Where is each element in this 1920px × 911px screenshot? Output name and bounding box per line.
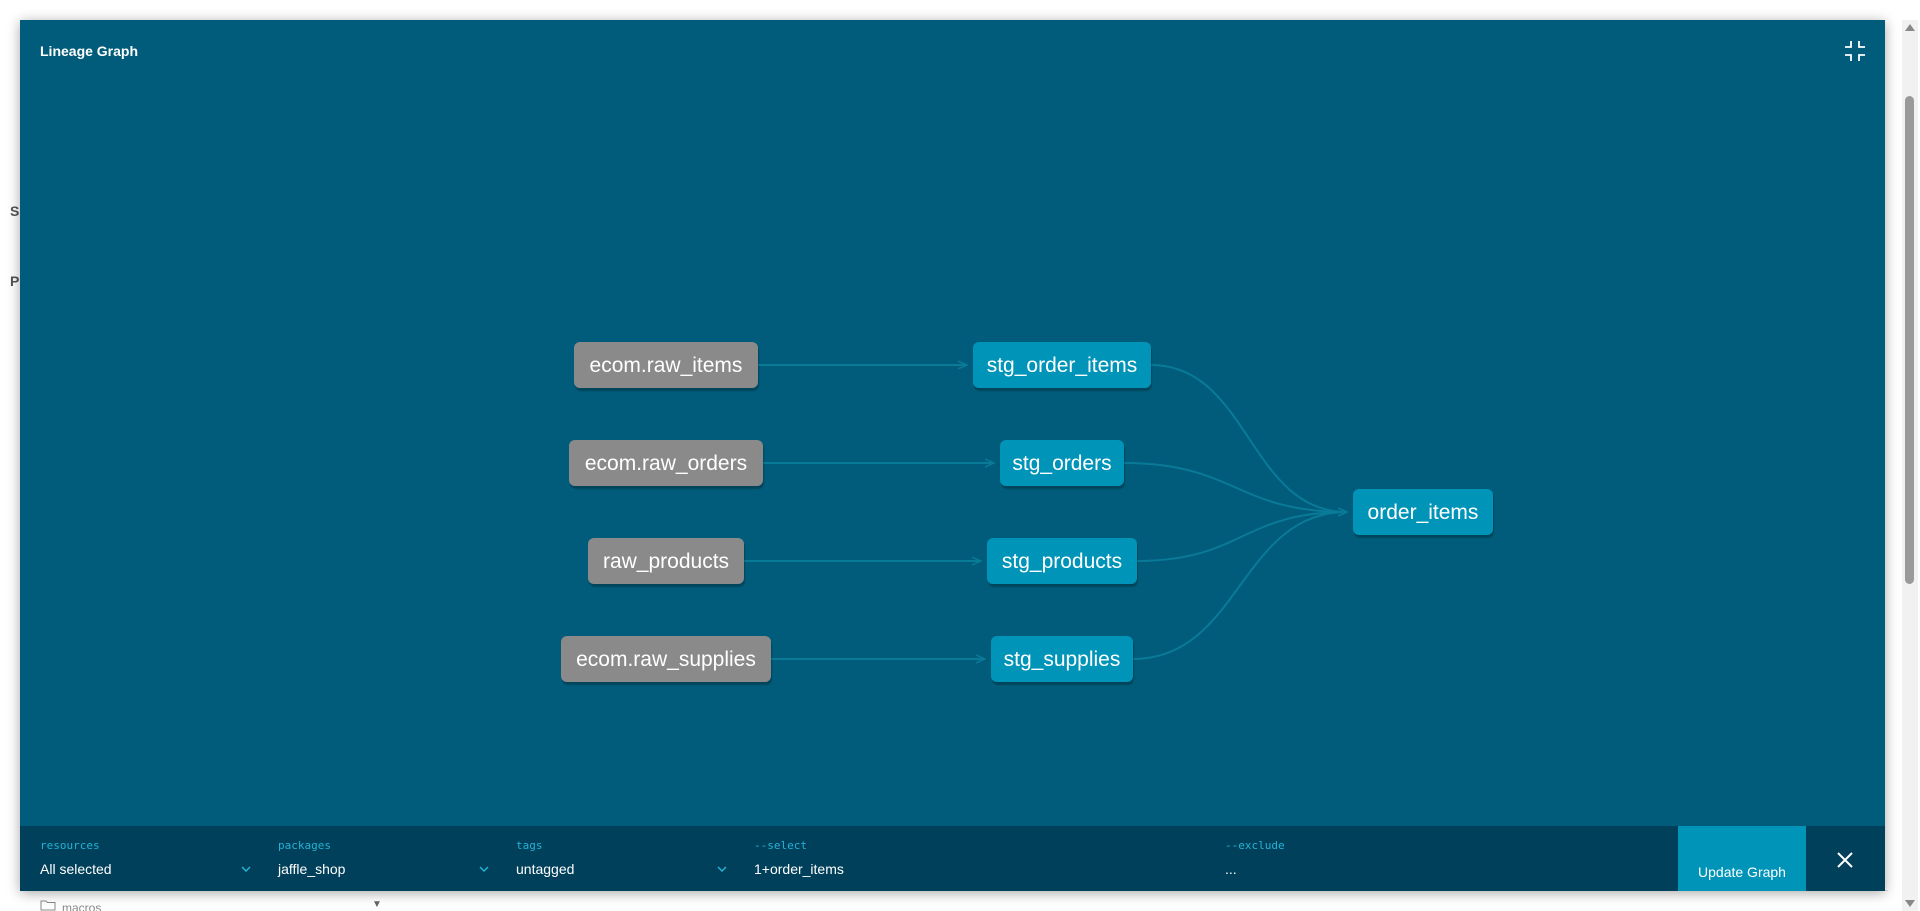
- edge-stg_supplies-to-order_items: [1132, 512, 1347, 660]
- lineage-graph-modal: Lineage Graph ecom.raw: [20, 20, 1885, 891]
- node-box[interactable]: [991, 636, 1133, 682]
- modal-title: Lineage Graph: [40, 43, 139, 59]
- node-label: ecom.raw_orders: [585, 452, 747, 475]
- node-box[interactable]: [561, 636, 771, 682]
- node-stg-supplies[interactable]: stg_supplies: [991, 636, 1133, 682]
- node-label: stg_supplies: [1004, 648, 1121, 671]
- node-label: ecom.raw_items: [590, 354, 743, 377]
- packages-label: packages: [278, 839, 331, 852]
- background-text-p: P: [10, 273, 20, 289]
- node-label: order_items: [1368, 501, 1479, 524]
- resources-value[interactable]: All selected: [40, 861, 112, 877]
- resources-filter[interactable]: resources All selected: [40, 826, 253, 891]
- select-label: --select: [754, 839, 807, 852]
- update-graph-button[interactable]: Update Graph: [1678, 826, 1806, 891]
- node-stg-orders[interactable]: stg_orders: [1000, 440, 1124, 486]
- edge-stg_order_items-to-order_items: [1150, 364, 1347, 512]
- edge-stg_orders-to-order_items: [1123, 462, 1347, 512]
- node-label: raw_products: [603, 550, 729, 573]
- node-box[interactable]: [1000, 440, 1124, 486]
- node-label: stg_products: [1002, 550, 1122, 573]
- chevron-down-icon[interactable]: [477, 862, 491, 876]
- exclude-label: --exclude: [1225, 839, 1285, 852]
- packages-value[interactable]: jaffle_shop: [278, 861, 346, 877]
- edge-stg_products-to-order_items: [1136, 512, 1347, 562]
- background-text-s: S: [10, 203, 20, 219]
- node-ecom-raw-orders[interactable]: ecom.raw_orders: [569, 440, 763, 486]
- resources-label: resources: [40, 839, 100, 852]
- collapse-icon: [1845, 41, 1865, 61]
- node-box[interactable]: [574, 342, 758, 388]
- scrollbar-thumb[interactable]: [1905, 96, 1914, 584]
- node-stg-products[interactable]: stg_products: [987, 538, 1137, 584]
- exclude-filter[interactable]: --exclude ...: [1225, 826, 1655, 891]
- folder-icon: [40, 899, 56, 911]
- page-scrollbar[interactable]: [1902, 20, 1918, 911]
- select-input[interactable]: 1+order_items: [754, 861, 844, 877]
- node-ecom-raw-items[interactable]: ecom.raw_items: [574, 342, 758, 388]
- node-label: stg_orders: [1012, 452, 1111, 475]
- graph-edges: [743, 364, 1347, 660]
- chevron-down-icon[interactable]: [239, 862, 253, 876]
- scroll-down-arrow-icon[interactable]: [1905, 900, 1915, 907]
- close-button[interactable]: [1835, 850, 1855, 870]
- node-box[interactable]: [987, 538, 1137, 584]
- node-ecom-raw-supplies[interactable]: ecom.raw_supplies: [561, 636, 771, 682]
- background-folder-label: macros: [62, 901, 102, 911]
- background-file-row: macros ▼: [36, 899, 1916, 911]
- node-box[interactable]: [1353, 489, 1493, 535]
- node-raw-products[interactable]: raw_products: [588, 538, 744, 584]
- graph-filter-bar: resources All selected packages jaffle_s…: [20, 826, 1885, 891]
- node-label: ecom.raw_supplies: [576, 648, 756, 671]
- packages-filter[interactable]: packages jaffle_shop: [278, 826, 491, 891]
- node-order-items[interactable]: order_items: [1353, 489, 1493, 535]
- close-icon: [1837, 852, 1853, 868]
- node-box[interactable]: [588, 538, 744, 584]
- chevron-down-icon[interactable]: [715, 862, 729, 876]
- tags-filter[interactable]: tags untagged: [516, 826, 729, 891]
- caret-down-icon: ▼: [372, 899, 382, 910]
- node-box[interactable]: [569, 440, 763, 486]
- graph-nodes: ecom.raw_items ecom.raw_orders raw_product…: [561, 342, 1493, 682]
- node-box[interactable]: [973, 342, 1151, 388]
- node-label: stg_order_items: [987, 354, 1138, 377]
- node-stg-order-items[interactable]: stg_order_items: [973, 342, 1151, 388]
- exclude-input[interactable]: ...: [1225, 861, 1237, 877]
- tags-value[interactable]: untagged: [516, 861, 575, 877]
- scroll-up-arrow-icon[interactable]: [1905, 24, 1915, 31]
- tags-label: tags: [516, 839, 543, 852]
- lineage-graph-canvas[interactable]: ecom.raw_items ecom.raw_orders raw_product…: [20, 20, 1885, 826]
- select-filter[interactable]: --select 1+order_items: [754, 826, 1194, 891]
- collapse-button[interactable]: [1842, 38, 1868, 64]
